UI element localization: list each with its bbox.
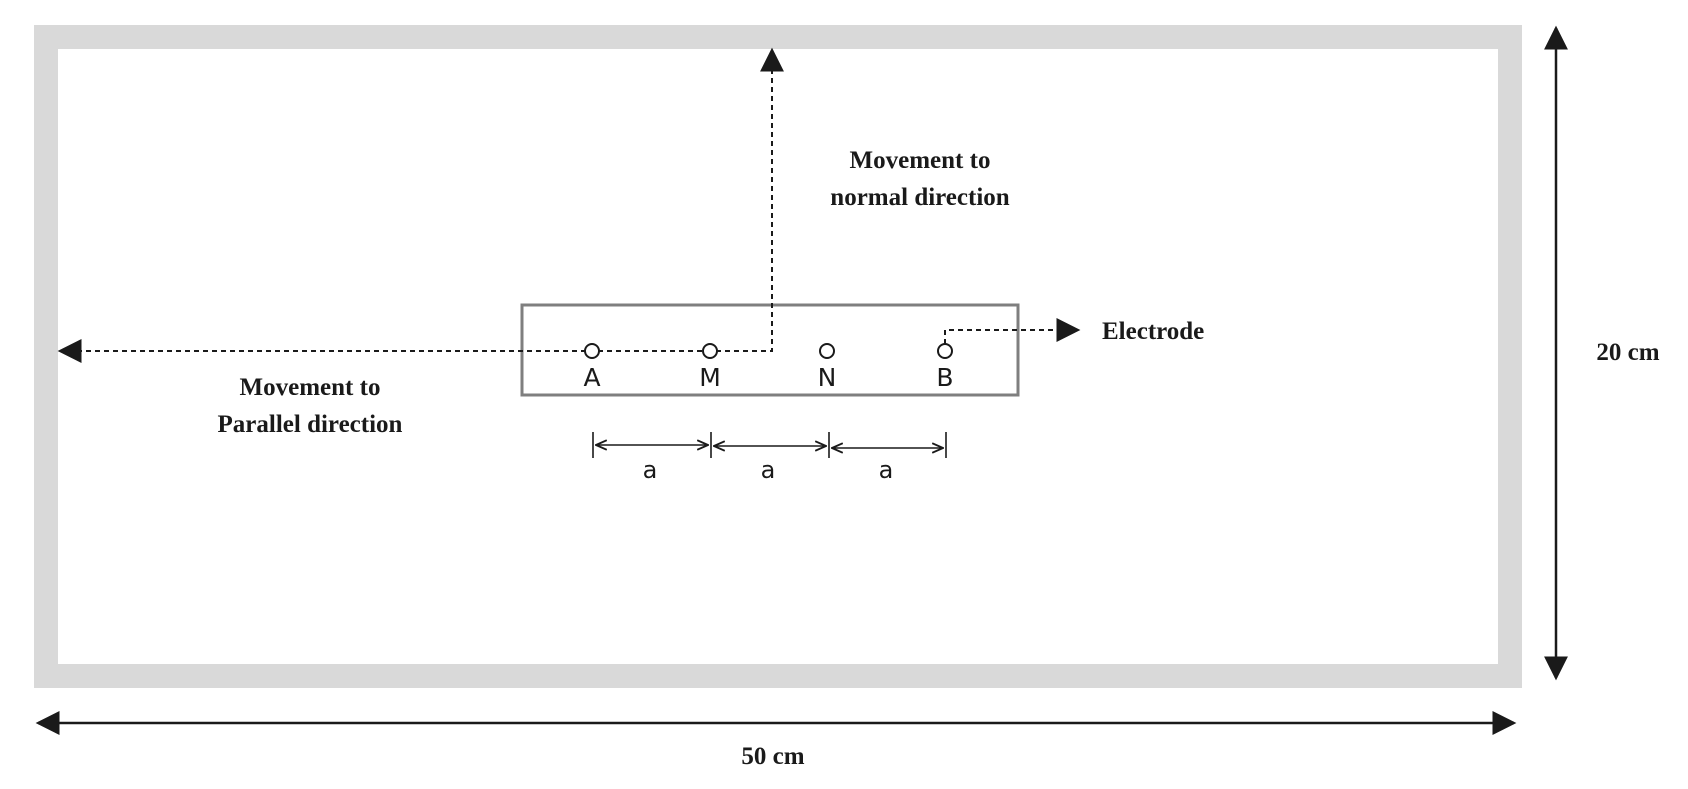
electrode-label-b: B <box>936 363 953 392</box>
electrode-label-a: A <box>583 363 600 392</box>
normal-movement-arrow <box>716 47 784 352</box>
width-dimension-label: 50 cm <box>741 743 804 770</box>
electrode-a <box>584 343 600 359</box>
normal-direction-label-line2: normal direction <box>830 184 1009 211</box>
tank-border <box>34 25 1522 688</box>
electrode-pointer-arrow <box>944 318 1081 344</box>
parallel-direction-label-line1: Movement to <box>240 374 381 401</box>
electrode-m <box>702 343 718 359</box>
electrode-label-n: N <box>818 363 837 392</box>
normal-direction-label-line1: Movement to <box>850 147 991 174</box>
height-dimension-label: 20 cm <box>1596 339 1659 366</box>
electrode-n <box>819 343 835 359</box>
spacing-label-1: a <box>643 456 658 484</box>
parallel-direction-label-line2: Parallel direction <box>218 411 403 438</box>
electrode-label: Electrode <box>1102 318 1204 345</box>
electrode-b <box>937 343 953 359</box>
electrode-label-m: M <box>699 363 721 392</box>
spacing-label-2: a <box>761 456 776 484</box>
spacing-label-3: a <box>879 456 894 484</box>
